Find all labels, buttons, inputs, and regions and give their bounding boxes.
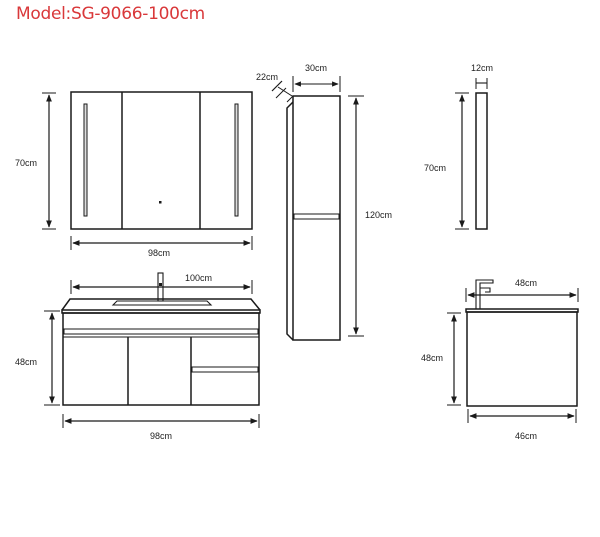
vanity-side-view (447, 279, 579, 423)
side-cabinet-depth-label: 22cm (256, 72, 279, 82)
side-cabinet (271, 76, 364, 341)
mirror-cabinet-front (42, 91, 253, 250)
model-title: Model:SG-9066-100cm (16, 4, 205, 24)
mirror-depth-label: 12cm (471, 63, 494, 73)
vanity-side-top-depth-label: 48cm (515, 278, 538, 288)
vanity-width-label: 98cm (150, 431, 173, 441)
mirror-height-label: 70cm (15, 158, 38, 168)
vanity-front (44, 272, 261, 428)
vanity-side-depth-label: 46cm (515, 431, 538, 441)
side-cabinet-height-label: 120cm (365, 210, 393, 220)
mirror-side-view (455, 78, 488, 230)
vanity-height-label: 48cm (15, 357, 38, 367)
side-cabinet-width-label: 30cm (305, 63, 328, 73)
mirror-width-label: 98cm (148, 248, 171, 258)
mirror-side-height-label: 70cm (424, 163, 447, 173)
vanity-side-height-label: 48cm (421, 353, 444, 363)
vanity-top-width-label: 100cm (185, 273, 213, 283)
